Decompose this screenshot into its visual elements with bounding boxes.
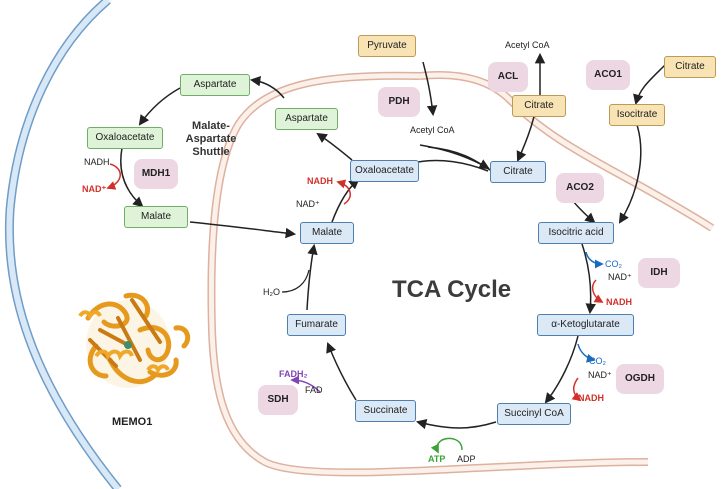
oxaloacetate-node: Oxaloacetate [350,160,419,182]
mitochondrial-membrane [207,71,715,477]
succinate-node: Succinate [355,400,416,422]
nadh-outer-label: NADH [84,157,110,167]
malate-outer-node: Malate [124,206,188,228]
fadh2-label: FADH₂ [279,369,308,379]
acetyl-coa-top-label: Acetyl CoA [505,40,550,50]
fumarate-node: Fumarate [287,314,346,336]
isocitric-acid-node: Isocitric acid [538,222,614,244]
enzyme-aco2: ACO2 [556,173,604,203]
nadh-idh-label: NADH [606,297,632,307]
enzyme-mdh1: MDH1 [134,159,178,189]
enzyme-acl: ACL [488,62,528,92]
enzyme-aco1: ACO1 [586,60,630,90]
cell-membrane [4,0,122,489]
nad-inner-label: NAD⁺ [296,199,320,209]
shuttle-label-text: Malate- Aspartate Shuttle [185,120,237,158]
diagram-title: TCA Cycle [392,276,512,303]
adp-label: ADP [457,454,476,464]
nad-idh-label: NAD⁺ [608,272,632,282]
isocitrate-node: Isocitrate [609,104,665,126]
malate-node: Malate [300,222,354,244]
co2-ogdh-label: CO₂ [589,356,606,366]
nadh-inner-label: NADH [307,176,333,186]
aspartate-inner-node: Aspartate [275,108,338,130]
aspartate-outer-node: Aspartate [180,74,250,96]
citrate-outer-top-node: Citrate [512,95,566,117]
acetyl-coa-mid-label: Acetyl CoA [410,125,455,135]
alpha-ketoglutarate-node: α-Ketoglutarate [537,314,634,336]
enzyme-idh: IDH [638,258,680,288]
shuttle-label: Malate- Aspartate Shuttle [166,120,256,159]
oxaloacetate-outer-node: Oxaloacetate [87,127,163,149]
h2o-label: H₂O [263,287,280,297]
nad-ogdh-label: NAD⁺ [588,370,612,380]
pyruvate-node: Pyruvate [358,35,416,57]
citrate-node: Citrate [490,161,546,183]
fad-label: FAD [305,385,323,395]
memo1-protein-structure [78,292,191,388]
enzyme-pdh: PDH [378,87,420,117]
succinyl-coa-node: Succinyl CoA [497,403,571,425]
co2-idh-label: CO₂ [605,259,622,269]
citrate-outer-right-node: Citrate [664,56,716,78]
atp-label: ATP [428,454,446,464]
nadh-ogdh-label: NADH [578,393,604,403]
enzyme-ogdh: OGDH [616,364,664,394]
protein-label: MEMO1 [112,416,153,428]
enzyme-sdh: SDH [258,385,298,415]
nad-outer-label: NAD⁺ [82,184,107,194]
